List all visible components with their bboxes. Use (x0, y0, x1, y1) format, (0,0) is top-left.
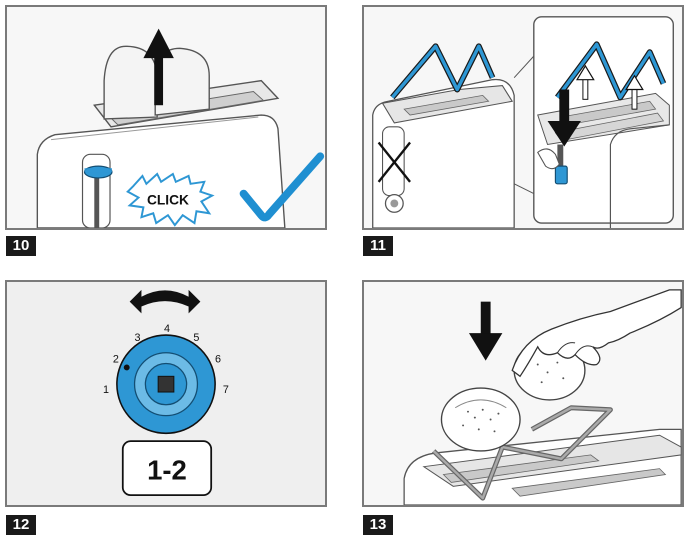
setting-box (121, 440, 213, 497)
browning-dial-icon (116, 334, 216, 435)
dial-number-2: 2 (113, 354, 119, 366)
down-arrow-icon (468, 301, 503, 361)
step-13-badge: 13 (363, 515, 393, 535)
step-10-panel: CLICK (5, 5, 327, 230)
toaster-lever-illustration: CLICK (36, 28, 325, 228)
step-13-panel (362, 280, 684, 507)
dial-number-6: 6 (215, 354, 221, 366)
cross-icon (377, 141, 411, 183)
click-label: CLICK (147, 192, 189, 207)
dial-number-5: 5 (193, 332, 199, 344)
step-11-badge: 11 (363, 236, 393, 256)
lever-knob (554, 165, 568, 185)
dial-number-4: 4 (164, 323, 170, 335)
dial-number-3: 3 (135, 332, 141, 344)
step-12-badge: 12 (6, 515, 36, 535)
finger (537, 148, 560, 170)
step-12-panel: 1 2 3 4 5 6 7 1-2 (5, 280, 327, 507)
checkmark-icon (239, 152, 325, 222)
dial-number-1: 1 (103, 384, 109, 396)
step-10-badge: 10 (6, 236, 36, 256)
hand-icon (511, 289, 682, 378)
setting-label: 1-2 (147, 454, 187, 485)
dial-number-7: 7 (223, 384, 229, 396)
click-burst-icon (126, 172, 215, 227)
double-arrow-icon (129, 289, 201, 314)
up-arrow-icon (575, 64, 644, 110)
browning-dial-illustration: 1 2 3 4 5 6 7 1-2 (103, 289, 229, 497)
dial-indicator (123, 364, 130, 371)
up-arrow-icon (143, 28, 174, 106)
bread-roll-illustration (403, 289, 682, 505)
bread-slice-right (154, 47, 210, 116)
step-11-panel (362, 5, 684, 230)
down-arrow-icon (547, 89, 581, 147)
bun-rack-illustration (372, 16, 674, 228)
